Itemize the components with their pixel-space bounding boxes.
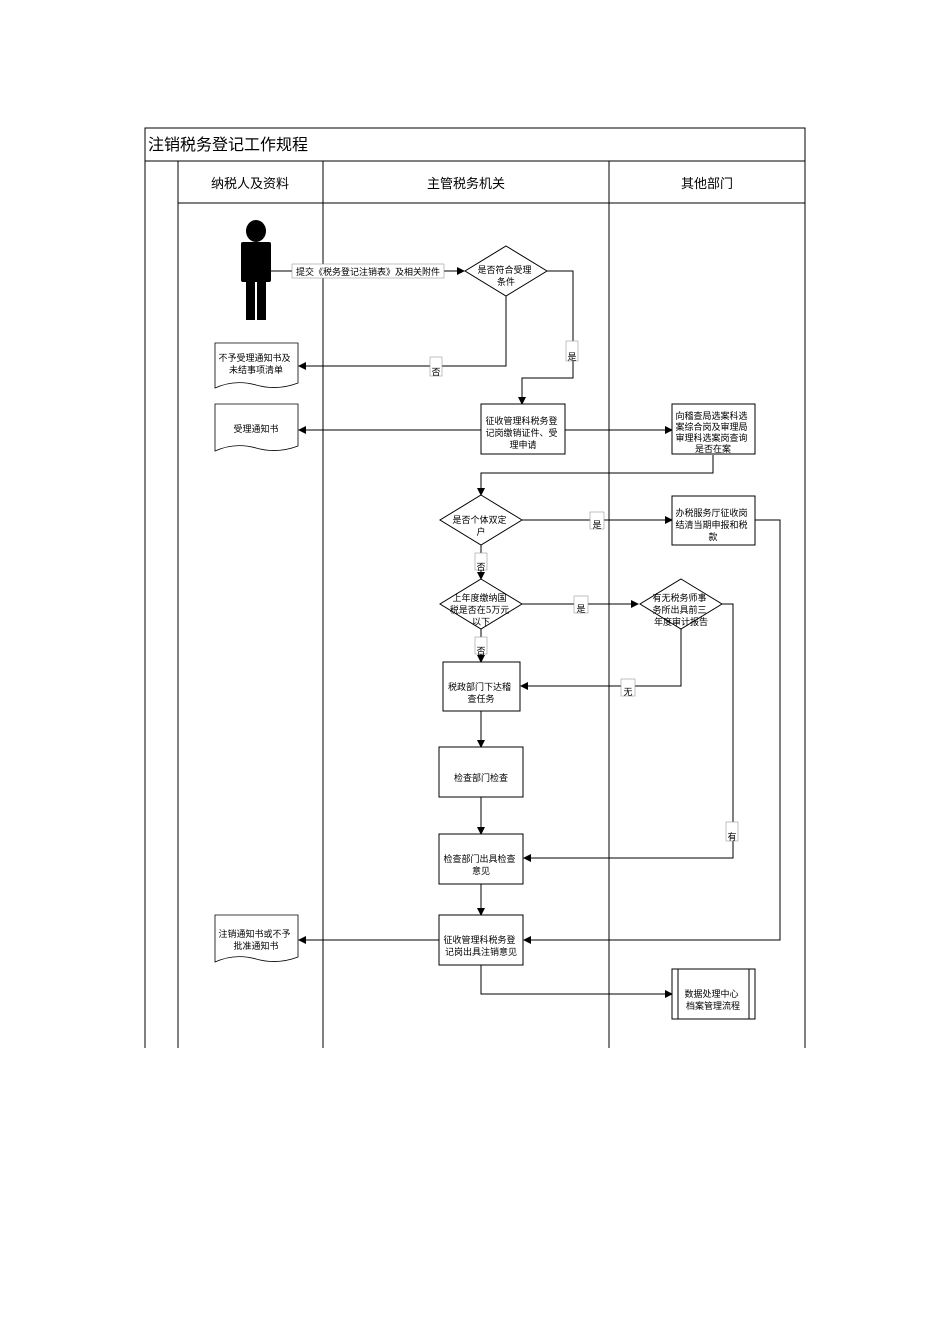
svg-text:征收管理科税务登 记岗缴销证件、受: 征收管理科税务登 记岗缴销证件、受 理申请 [486, 415, 561, 451]
process-collection-admin: 征收管理科税务登 记岗缴销证件、受 理申请 [480, 403, 566, 455]
page-title: 注销税务登记工作规程 [148, 135, 308, 154]
submit-label: 提交《税务登记注销表》及相关附件 [296, 266, 440, 278]
decision-individual-diamond: 是否个体双定 户 [439, 494, 523, 546]
edge-accept-yes [518, 270, 574, 405]
edge-label-accept-no: 否 [429, 356, 443, 378]
svg-text:不予受理通知书及 未结事项清单: 不予受理通知书及 未结事项清单 [219, 352, 294, 376]
process-archive-subprocess: 数据处理中心 档案管理流程 [671, 968, 756, 1020]
lane-header-tax-authority: 主管税务机关 [427, 176, 505, 192]
svg-text:有: 有 [727, 831, 736, 843]
svg-text:是: 是 [576, 604, 585, 615]
svg-text:注销通知书或不予 批准通知书: 注销通知书或不予 批准通知书 [219, 928, 294, 952]
edge-label-amount-yes: 是 [573, 595, 589, 615]
svg-text:受理通知书: 受理通知书 [233, 423, 278, 435]
edge-label-accept-yes: 是 [565, 340, 579, 363]
svg-text:无: 无 [623, 687, 632, 698]
edge-label-amount-no: 否 [474, 636, 488, 657]
taxpayer-person-icon [241, 220, 271, 320]
edge-label-individual-no: 否 [474, 552, 488, 573]
edge-label-report-none: 无 [620, 678, 636, 698]
lane-header-taxpayer: 纳税人及资料 [211, 177, 289, 192]
svg-text:有无税务师事 务所出具前三 年度审计: 有无税务师事 务所出具前三 年度审计报告 [653, 592, 710, 628]
edge-settle-to-cancel [523, 519, 781, 944]
process-cancellation-opinion: 征收管理科税务登 记岗出具注销意见 [438, 914, 524, 966]
edge-label-report-have: 有 [725, 821, 739, 843]
doc-cancellation-notice: 注销通知书或不予 批准通知书 [214, 914, 299, 963]
svg-text:是否个体双定 户: 是否个体双定 户 [453, 514, 510, 538]
svg-text:向稽查局选案科选 案综合岗及审理局: 向稽查局选案科选 案综合岗及审理局 审理科选案岗查询 是否在案 [676, 410, 751, 455]
doc-accept-notice: 受理通知书 [214, 403, 299, 452]
process-inspect: 检查部门检查 [438, 746, 524, 798]
submit-label-box: 提交《税务登记注销表》及相关附件 [291, 263, 445, 279]
lane-header-other-dept: 其他部门 [681, 177, 733, 192]
svg-text:数据处理中心 档案管理流程: 数据处理中心 档案管理流程 [685, 988, 742, 1012]
edge-inquiry-to-individual [477, 455, 714, 496]
doc-reject-notice: 不予受理通知书及 未结事项清单 [214, 342, 299, 389]
svg-text:是: 是 [567, 352, 576, 363]
svg-text:是: 是 [592, 520, 601, 531]
process-settle-tax: 办税服务厅征收岗 结清当期申报和税 款 [671, 495, 756, 546]
svg-text:否: 否 [476, 562, 485, 573]
svg-text:办税服务厅征收岗 结清当期申报和税: 办税服务厅征收岗 结清当期申报和税 款 [676, 507, 751, 543]
swimlane-frame [144, 127, 806, 1048]
process-inquiry: 向稽查局选案科选 案综合岗及审理局 审理科选案岗查询 是否在案 [671, 403, 756, 455]
edge-cancel-to-archive [480, 965, 673, 998]
svg-text:否: 否 [476, 646, 485, 657]
svg-text:上年度缴纳国 税是否在5万元 以下: 上年度缴纳国 税是否在5万元 以下 [450, 592, 513, 628]
decision-audit-report-diamond: 有无税务师事 务所出具前三 年度审计报告 [639, 578, 723, 630]
svg-text:否: 否 [431, 367, 440, 378]
decision-accept-diamond: 是否符合受理 条件 [464, 245, 548, 297]
svg-text:征收管理科税务登 记岗出具注销意见: 征收管理科税务登 记岗出具注销意见 [444, 934, 519, 958]
decision-tax-amount-diamond: 上年度缴纳国 税是否在5万元 以下 [439, 578, 523, 630]
svg-text:是否符合受理 条件: 是否符合受理 条件 [478, 264, 535, 288]
edge-report-none [520, 629, 682, 690]
edge-accept-no [298, 295, 507, 370]
edge-report-have [523, 603, 734, 862]
edge-label-individual-yes: 是 [589, 511, 605, 531]
svg-text:检查部门出具检查 意见: 检查部门出具检查 意见 [444, 853, 519, 877]
svg-text:检查部门检查: 检查部门检查 [454, 772, 508, 784]
process-issue-task: 税政部门下达稽 查任务 [442, 661, 521, 712]
svg-text:税政部门下达稽 查任务: 税政部门下达稽 查任务 [448, 681, 514, 705]
process-inspection-opinion: 检查部门出具检查 意见 [438, 833, 524, 885]
